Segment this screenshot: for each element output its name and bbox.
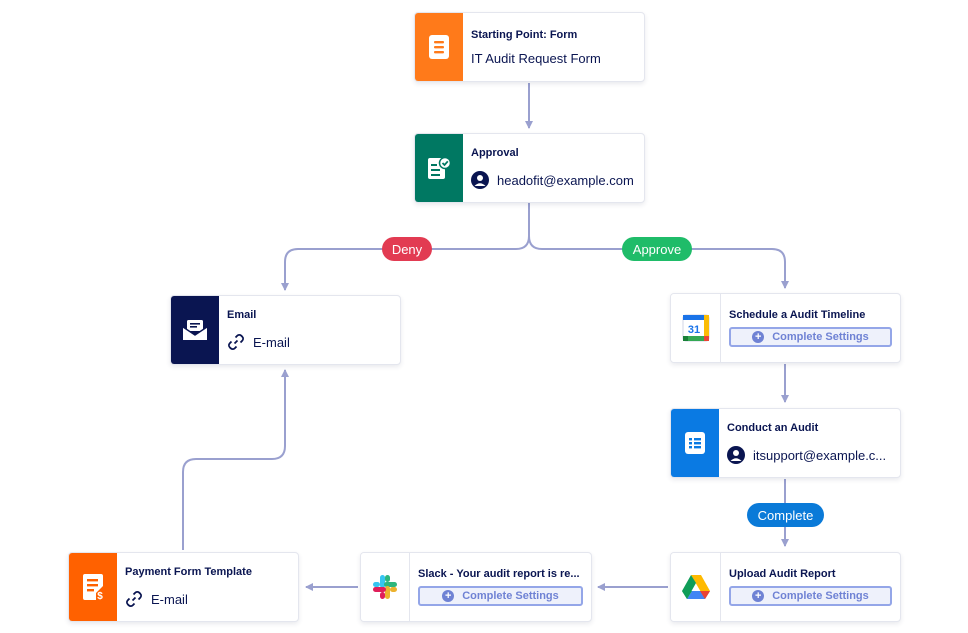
link-icon bbox=[228, 334, 244, 350]
node-subtitle: IT Audit Request Form bbox=[471, 50, 601, 66]
payment-form-node[interactable]: $ Payment Form Template E-mail bbox=[68, 552, 299, 622]
deny-label: Deny bbox=[382, 237, 432, 261]
envelope-icon bbox=[171, 296, 219, 364]
approve-label: Approve bbox=[622, 237, 692, 261]
node-title: Slack - Your audit report is re... bbox=[418, 568, 580, 580]
node-subtitle: E-mail bbox=[253, 334, 290, 350]
node-subtitle: itsupport@example.c... bbox=[753, 447, 887, 463]
connector-payment-email bbox=[182, 369, 289, 550]
complete-label: Complete bbox=[747, 503, 824, 527]
payment-form-icon: $ bbox=[69, 553, 117, 621]
node-title: Schedule a Audit Timeline bbox=[729, 309, 866, 321]
plus-icon: + bbox=[752, 331, 765, 343]
slack-icon bbox=[361, 553, 410, 621]
node-title: Approval bbox=[471, 147, 519, 159]
complete-settings-button[interactable]: +Complete Settings bbox=[729, 327, 892, 347]
node-title: Conduct an Audit bbox=[727, 422, 819, 434]
user-avatar-icon bbox=[727, 446, 745, 464]
schedule-node[interactable]: 31 Schedule a Audit Timeline +Complete S… bbox=[670, 293, 901, 363]
google-calendar-icon: 31 bbox=[671, 294, 721, 362]
email-node[interactable]: Email E-mail bbox=[170, 295, 401, 365]
node-title: Upload Audit Report bbox=[729, 568, 836, 580]
plus-icon: + bbox=[442, 590, 455, 602]
node-title: Payment Form Template bbox=[125, 566, 252, 578]
approval-node[interactable]: Approval headofit@example.com bbox=[414, 133, 645, 203]
plus-icon: + bbox=[752, 590, 765, 602]
slack-node[interactable]: Slack - Your audit report is re... +Comp… bbox=[360, 552, 592, 622]
google-drive-icon bbox=[671, 553, 721, 621]
complete-settings-button[interactable]: +Complete Settings bbox=[729, 586, 892, 606]
connector-approval-schedule bbox=[528, 235, 789, 289]
form-document-icon bbox=[415, 13, 463, 81]
node-subtitle: headofit@example.com bbox=[497, 172, 634, 188]
link-icon bbox=[126, 591, 142, 607]
complete-settings-button[interactable]: +Complete Settings bbox=[418, 586, 583, 606]
svg-text:31: 31 bbox=[687, 324, 699, 336]
user-avatar-icon bbox=[471, 171, 489, 189]
node-title: Email bbox=[227, 309, 257, 321]
node-title: Starting Point: Form bbox=[471, 28, 578, 41]
task-list-icon bbox=[671, 409, 719, 477]
start-node[interactable]: Starting Point: Form IT Audit Request Fo… bbox=[414, 12, 645, 82]
conduct-audit-node[interactable]: Conduct an Audit itsupport@example.c... bbox=[670, 408, 901, 478]
upload-report-node[interactable]: Upload Audit Report +Complete Settings bbox=[670, 552, 901, 622]
node-subtitle: E-mail bbox=[151, 591, 188, 607]
approval-check-icon bbox=[415, 134, 463, 202]
svg-text:$: $ bbox=[97, 591, 103, 601]
